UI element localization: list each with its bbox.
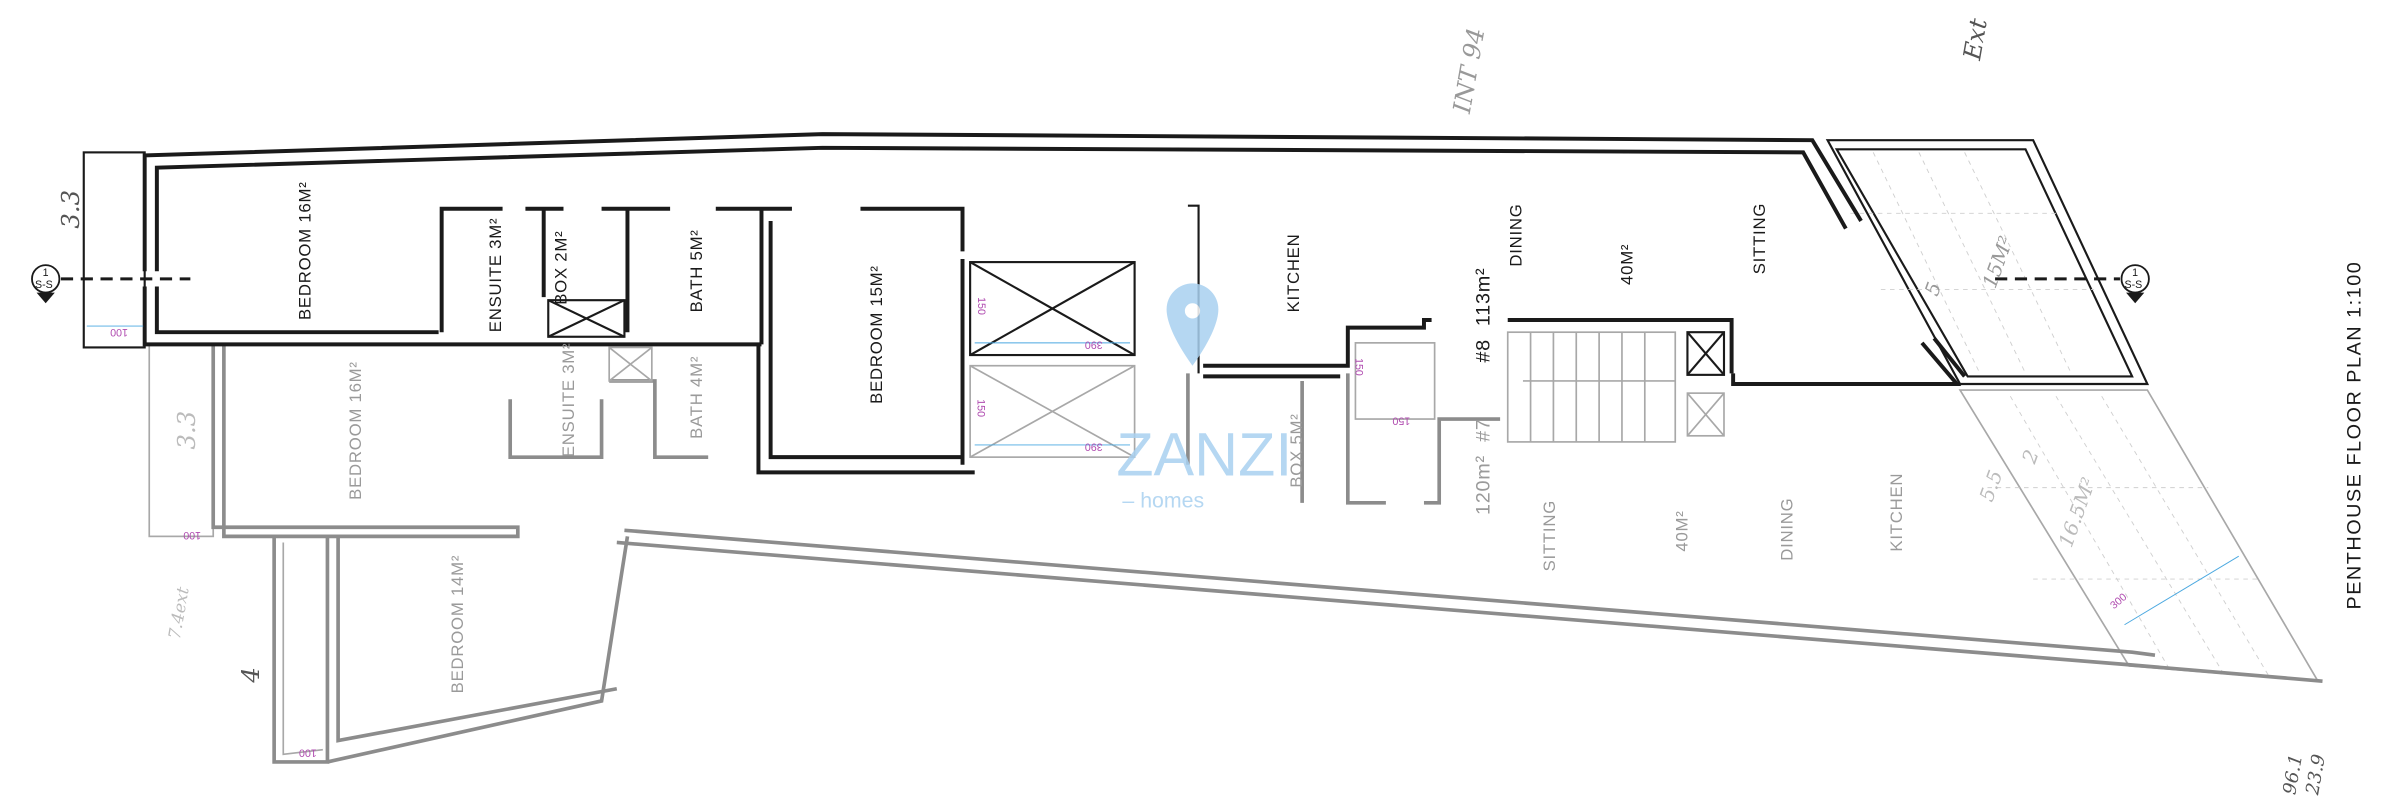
plan-label: 150	[1352, 358, 1364, 376]
room-ensuite: ENSUITE 3M²	[486, 218, 505, 333]
plan-label: ENSUITE 3M²	[559, 343, 578, 458]
room-bedroom-16: BEDROOM 16M²	[296, 181, 315, 320]
terrace-labels: 15M² 5 16.5M² 2 5.5 300	[1920, 233, 2129, 612]
plan-label: SITTING	[1540, 500, 1559, 571]
upper-unit-walls	[82, 132, 1967, 475]
handwritten-notes: 3.3 3.3 4 7.4ext INT 94 Ext 96.1 23.9	[56, 16, 2330, 797]
plan-label: 150	[1392, 415, 1410, 427]
plan-label: 15M²	[1978, 233, 2018, 291]
unit-8-id: #8	[1472, 339, 1494, 363]
plan-title: PENTHOUSE FLOOR PLAN 1:100	[2344, 261, 2366, 610]
plan-label: 100	[183, 529, 201, 541]
terrace-upper	[1825, 139, 2150, 386]
plan-label: S-S	[2125, 279, 2143, 291]
plan-label: DINING	[1778, 498, 1797, 561]
room-bath: BATH 5M²	[687, 229, 706, 312]
unit-8-area: 113m²	[1472, 268, 1494, 326]
upper-room-labels: BEDROOM 16M² ENSUITE 3M² BOX 2M² BATH 5M…	[296, 181, 1769, 403]
plan-label: 7.4ext	[164, 585, 193, 641]
lower-unit-walls	[148, 343, 2323, 764]
plan-label: 40M²	[1672, 510, 1691, 551]
lower-room-labels: BEDROOM 16M² ENSUITE 3M² BATH 4M² BEDROO…	[346, 343, 1906, 694]
plan-label: 390	[1085, 440, 1103, 452]
room-box: BOX 2M²	[552, 231, 571, 305]
plan-label: BOX 5M²	[1287, 413, 1306, 487]
plan-label: BEDROOM 16M²	[346, 361, 365, 500]
plan-label: 3.3	[56, 190, 85, 229]
plan-label: 150	[975, 399, 987, 417]
watermark-logo: ZANZI – homes	[1116, 283, 1292, 512]
dimension-labels: 100 100 100 150 390 150 390 150 150	[86, 297, 1410, 759]
plan-label: 100	[299, 747, 317, 759]
map-pin-icon	[1166, 283, 1219, 366]
plan-label: INT 94	[1447, 26, 1491, 117]
plan-label: 150	[975, 297, 987, 315]
room-kitchen: KITCHEN	[1284, 233, 1303, 312]
plan-label: #7	[1472, 418, 1494, 442]
room-sitting: SITTING	[1750, 203, 1769, 274]
plan-label: 5	[1920, 279, 1946, 299]
plan-label: 1	[2132, 267, 2138, 279]
room-dining: DINING	[1506, 203, 1525, 266]
plan-label: KITCHEN	[1887, 473, 1906, 552]
plan-label: S-S	[35, 279, 53, 291]
room-area: 40M²	[1618, 244, 1637, 285]
plan-label: 3.3	[172, 411, 201, 450]
plan-label: 4	[236, 667, 265, 684]
section-marker-left: 1 S-S	[31, 264, 191, 304]
section-marker-right: 1 S-S	[1995, 264, 2150, 304]
plan-label: 390	[1085, 338, 1103, 350]
plan-label: – homes	[1122, 488, 1204, 512]
plan-label: ZANZI	[1116, 420, 1292, 488]
plan-label: 5.5	[1975, 467, 2007, 504]
plan-label: 1	[43, 267, 49, 279]
terrace-lower	[1958, 389, 2320, 683]
plan-label: BATH 4M²	[687, 356, 706, 439]
plan-label: 100	[110, 326, 128, 338]
plan-label: 2	[2017, 447, 2043, 468]
room-bedroom-15: BEDROOM 15M²	[867, 265, 886, 404]
plan-label: 120m²	[1472, 455, 1494, 515]
plan-label: BEDROOM 14M²	[448, 555, 467, 694]
plan-label: Ext	[1957, 16, 1993, 63]
